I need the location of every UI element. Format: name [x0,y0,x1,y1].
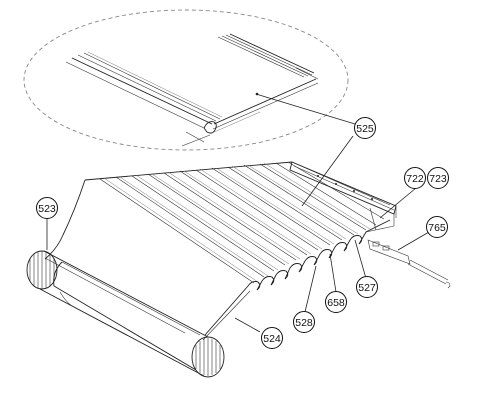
detail-lower-panel [65,51,223,143]
detail-upper-panel [217,33,319,80]
callout-524: 524 [261,327,283,349]
detail-ellipse [23,9,349,151]
callout-528-label: 528 [295,317,313,329]
roller-left-splines [29,251,55,289]
callout-525-label: 525 [356,123,374,135]
side-rail [289,161,397,233]
roller-right-splines [195,338,221,376]
callout-527-label: 527 [358,282,376,294]
callout-528: 528 [293,311,315,333]
leader-lines [46,93,430,333]
callout-527: 527 [356,276,378,298]
slatted-panel [44,161,391,341]
detail-joint [181,78,319,147]
callout-723: 723 [427,167,449,189]
callout-722-label: 722 [406,173,424,185]
callout-765: 765 [426,216,448,238]
callout-765-label: 765 [428,222,446,234]
callout-523: 523 [36,197,58,219]
panel-left-drape [44,179,86,260]
callout-722: 722 [404,167,426,189]
callout-524-label: 524 [263,333,281,345]
panel-slats [99,161,385,284]
callout-658-label: 658 [327,297,345,309]
bracket-spring [367,239,451,289]
callout-523-label: 523 [38,203,56,215]
roller-fabric [53,261,197,371]
callout-723-label: 723 [429,173,447,185]
callout-525: 525 [354,117,376,139]
detail-view [23,9,349,151]
panel-front-edge [204,219,391,336]
callout-658: 658 [325,291,347,313]
roller-tube [26,250,225,378]
